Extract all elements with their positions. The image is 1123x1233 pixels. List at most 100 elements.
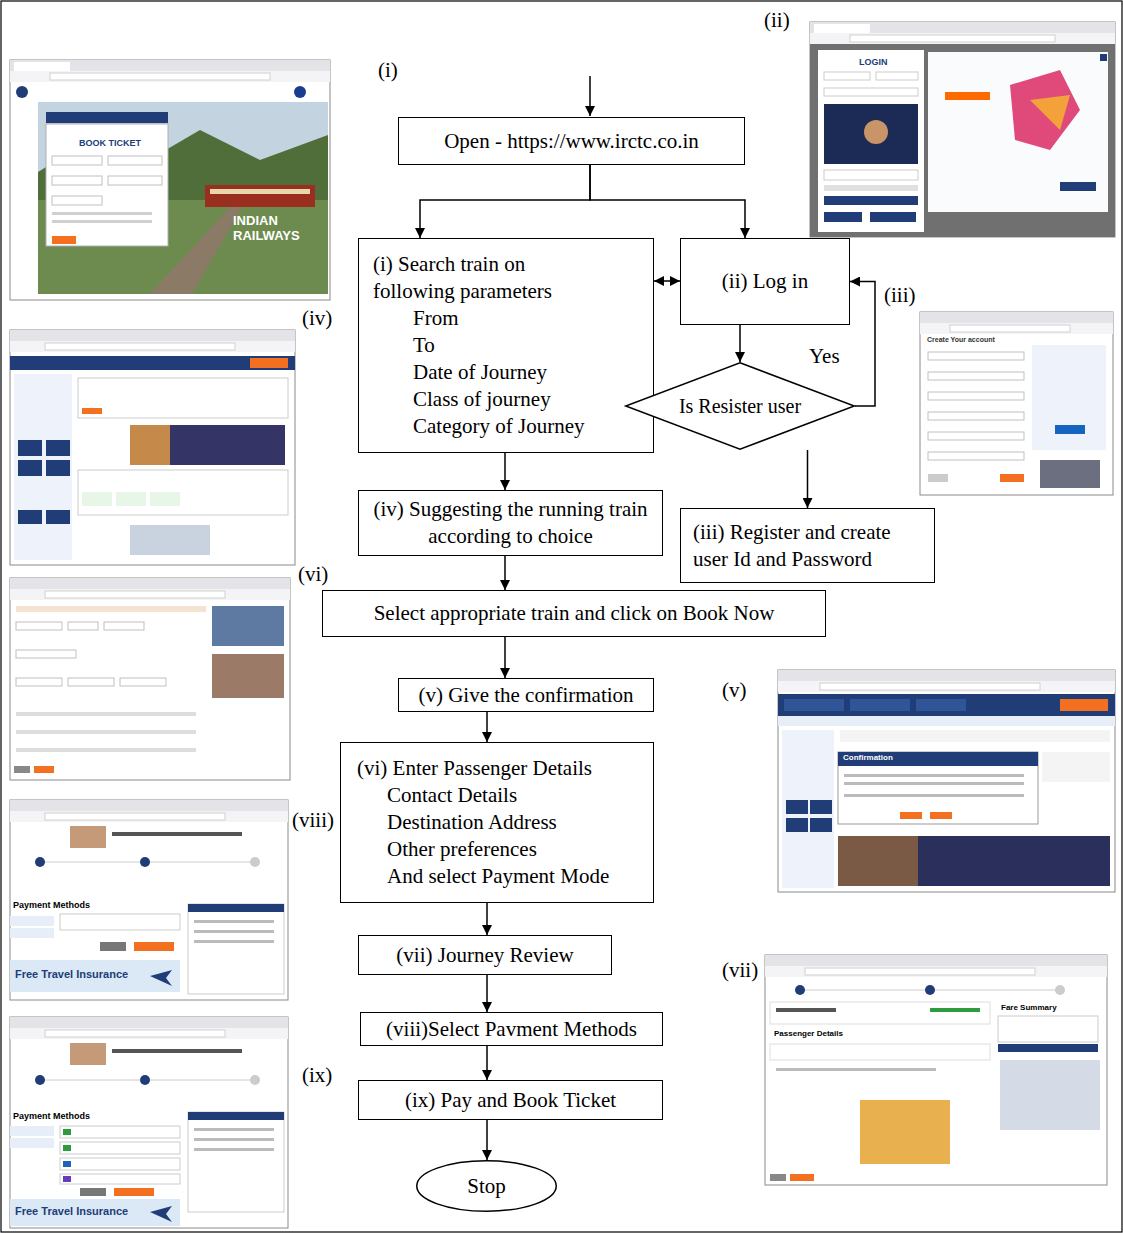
photo-ground <box>38 102 328 294</box>
edge-label: Yes <box>807 344 842 368</box>
filter-block <box>18 510 42 524</box>
input <box>104 622 144 630</box>
callout-number: (iv) <box>300 306 334 330</box>
input <box>928 412 1024 420</box>
flow-arrow <box>420 165 590 238</box>
overlay <box>810 44 1115 237</box>
terminal-ellipse: Stop <box>416 1160 557 1212</box>
toolbar <box>10 1028 288 1039</box>
screenshot-caption: Passenger Details <box>773 1029 844 1038</box>
search-field <box>784 699 844 711</box>
continue-button <box>34 766 54 773</box>
node-list-item: Other preferences <box>387 836 537 863</box>
filter-block <box>810 818 832 832</box>
search-field <box>916 699 966 711</box>
advert <box>1040 460 1100 488</box>
payment-option <box>60 1158 180 1170</box>
filter-block <box>46 510 70 524</box>
node-list-item: Class of journey <box>413 386 551 413</box>
sidebar-item <box>10 928 54 938</box>
progress-step <box>795 985 805 995</box>
filter-block <box>786 818 808 832</box>
fare-box <box>998 1016 1098 1042</box>
screenshot-payment <box>10 800 288 1000</box>
input <box>52 156 102 165</box>
flow-arrow <box>590 165 745 238</box>
progress-step <box>250 1075 260 1085</box>
payment-option <box>60 1174 180 1184</box>
callout-number: (viii) <box>290 808 336 832</box>
summary-line <box>194 940 274 943</box>
logo <box>294 86 306 98</box>
url-bar <box>805 968 1035 975</box>
sidebar-item <box>10 916 54 926</box>
url-bar <box>45 813 225 820</box>
filter-column <box>782 730 834 888</box>
progress-step <box>250 857 260 867</box>
screenshot-confirmation <box>778 670 1115 892</box>
summary-header <box>188 904 284 912</box>
plane-icon <box>150 1206 172 1222</box>
passenger-row <box>770 1044 990 1060</box>
screenshot-frame <box>765 955 1107 1185</box>
node-text: (ix) Pay and Book Ticket <box>405 1087 616 1114</box>
callout-number: (vi) <box>296 562 330 586</box>
node-list-item: From <box>413 305 459 332</box>
screenshot-frame <box>778 670 1115 892</box>
input <box>928 352 1024 360</box>
node-list-item: Category of Journey <box>413 413 584 440</box>
search-button <box>250 358 288 368</box>
browser-tab <box>14 62 70 71</box>
sidebar-item <box>10 1138 54 1148</box>
screenshot-frame <box>10 330 295 565</box>
class-cell <box>150 492 180 506</box>
toolbar <box>10 589 290 600</box>
flow-arrow <box>807 450 809 508</box>
flow-arrow <box>486 903 488 935</box>
fare-total <box>998 1044 1098 1052</box>
decision-diamond: Is Resister user <box>625 362 855 450</box>
class-cell <box>116 492 146 506</box>
progress-step <box>1055 985 1065 995</box>
back-button <box>100 942 126 951</box>
toolbar <box>778 681 1115 692</box>
insurance-banner <box>10 1199 180 1226</box>
screenshot-frame <box>10 60 330 300</box>
advert <box>1000 1060 1100 1130</box>
logo <box>16 86 28 98</box>
payment-option <box>60 1126 180 1138</box>
flow-arrow <box>504 556 506 590</box>
payment-option <box>60 1142 180 1154</box>
flow-arrow <box>850 282 875 407</box>
screenshot-caption: Free Travel Insurance <box>14 1205 129 1218</box>
node-list-item: Contact Details <box>387 782 517 809</box>
node-text: (iii) Register and create user Id and Pa… <box>693 519 922 573</box>
screenshot-frame <box>920 312 1113 495</box>
start-arrow <box>589 76 591 116</box>
screenshot-home <box>10 60 330 300</box>
screenshot-train-list <box>10 330 295 565</box>
tab-bar <box>920 312 1113 323</box>
advert <box>130 425 170 465</box>
diamond-shape <box>626 363 855 450</box>
promo-button <box>1060 182 1096 191</box>
progress-step <box>925 985 935 995</box>
advert <box>212 654 284 698</box>
screenshot-frame <box>10 1017 288 1228</box>
screenshot-caption: Payment Methods <box>12 900 91 910</box>
input <box>928 452 1024 460</box>
toolbar <box>765 966 1107 977</box>
tab-bar <box>10 60 330 71</box>
tab-bar <box>810 22 1115 33</box>
screenshot-caption: Free Travel Insurance <box>14 968 129 981</box>
screenshot-caption: INDIAN RAILWAYS <box>232 214 314 244</box>
booking-card <box>46 124 168 246</box>
tab-bar <box>10 330 295 341</box>
tab-bar <box>765 955 1107 966</box>
node-text: (v) Give the confirmation <box>418 682 633 709</box>
toolbar <box>810 33 1115 44</box>
advert <box>838 836 918 886</box>
flow-arrow <box>486 1120 488 1160</box>
pay-button <box>134 942 174 951</box>
url-bar <box>45 591 225 598</box>
